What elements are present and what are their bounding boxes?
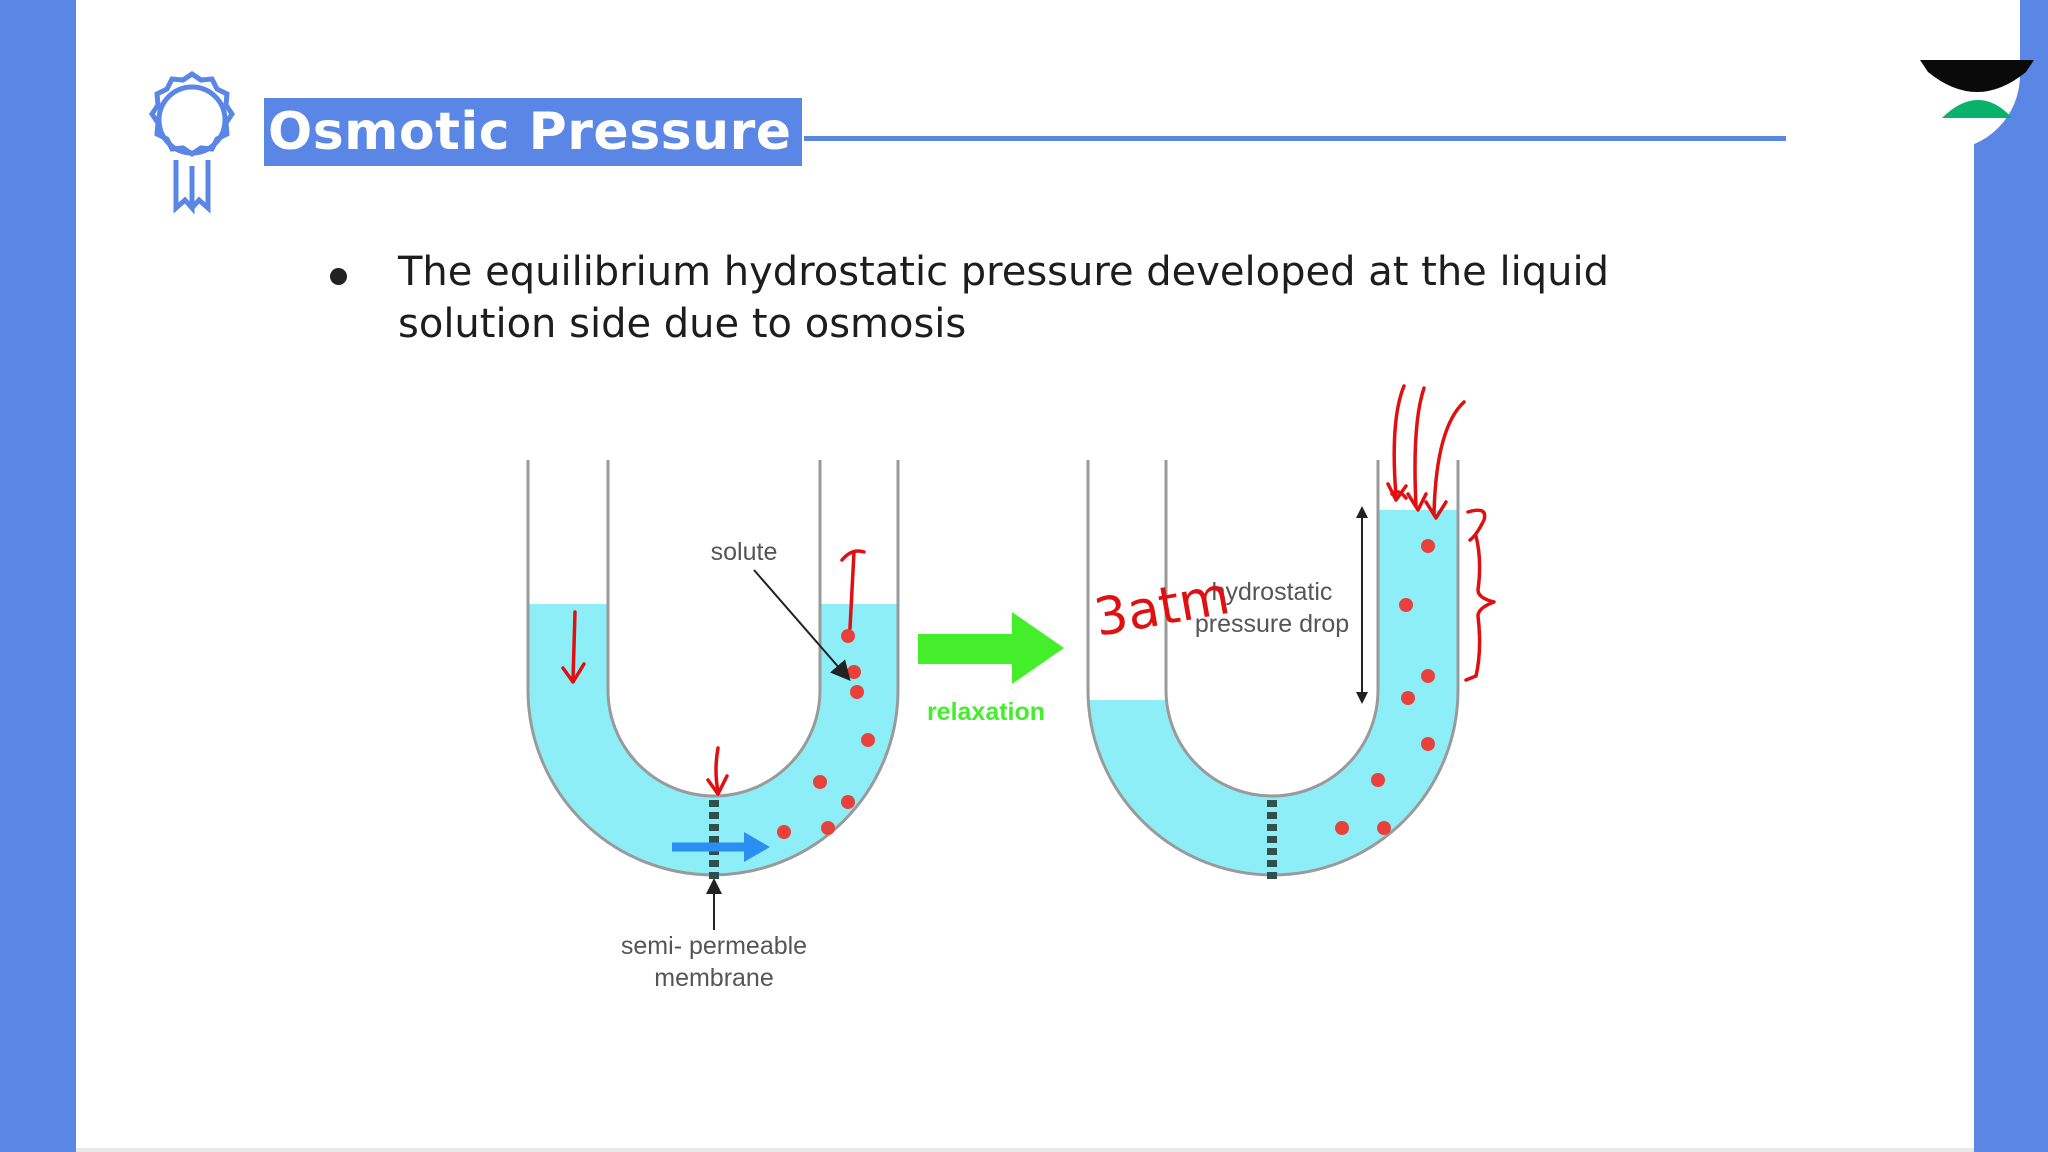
height-brace xyxy=(1464,508,1496,682)
pressure-label-line2: pressure drop xyxy=(1195,610,1349,638)
solute-particles-left xyxy=(777,629,875,839)
left-frame-bar xyxy=(0,0,76,1152)
tube-inner-wall xyxy=(1164,460,1380,798)
water-left-tube xyxy=(528,604,898,875)
relaxation-label: relaxation xyxy=(927,698,1045,726)
slide-canvas xyxy=(76,0,1974,1148)
tube-inner-wall xyxy=(606,460,822,798)
slide-title: Osmotic Pressure xyxy=(264,98,802,166)
award-ribbon-icon xyxy=(148,70,236,215)
pressure-label-line1: hydrostatic xyxy=(1212,578,1333,606)
right-frame-bar xyxy=(1974,0,2048,1152)
bottom-strip xyxy=(76,1148,1974,1152)
solute-label: solute xyxy=(711,538,778,566)
down-arrow-left xyxy=(561,610,586,684)
title-underline xyxy=(804,136,1786,141)
solute-particles-right xyxy=(1335,539,1435,835)
water-right-tube xyxy=(1088,510,1458,875)
unacademy-logo-icon xyxy=(1920,60,2034,118)
handwritten-annotations xyxy=(561,384,1496,796)
solute-pointer xyxy=(753,569,851,682)
down-arrow-membrane xyxy=(706,746,729,796)
bullet-point xyxy=(330,268,347,285)
relaxation-arrow: relaxation xyxy=(918,612,1064,726)
membrane-label-line2: membrane xyxy=(654,964,774,992)
u-tube-equilibrium: hydrostatic pressure drop xyxy=(1086,460,1460,882)
membrane-label-line1: semi- permeable xyxy=(621,932,807,960)
u-tube-initial: solute semi- permeable membrane xyxy=(526,460,900,992)
bullet-text: The equilibrium hydrostatic pressure dev… xyxy=(398,249,1609,347)
down-arrows-top xyxy=(1386,384,1408,502)
up-arrow-right xyxy=(840,549,866,630)
